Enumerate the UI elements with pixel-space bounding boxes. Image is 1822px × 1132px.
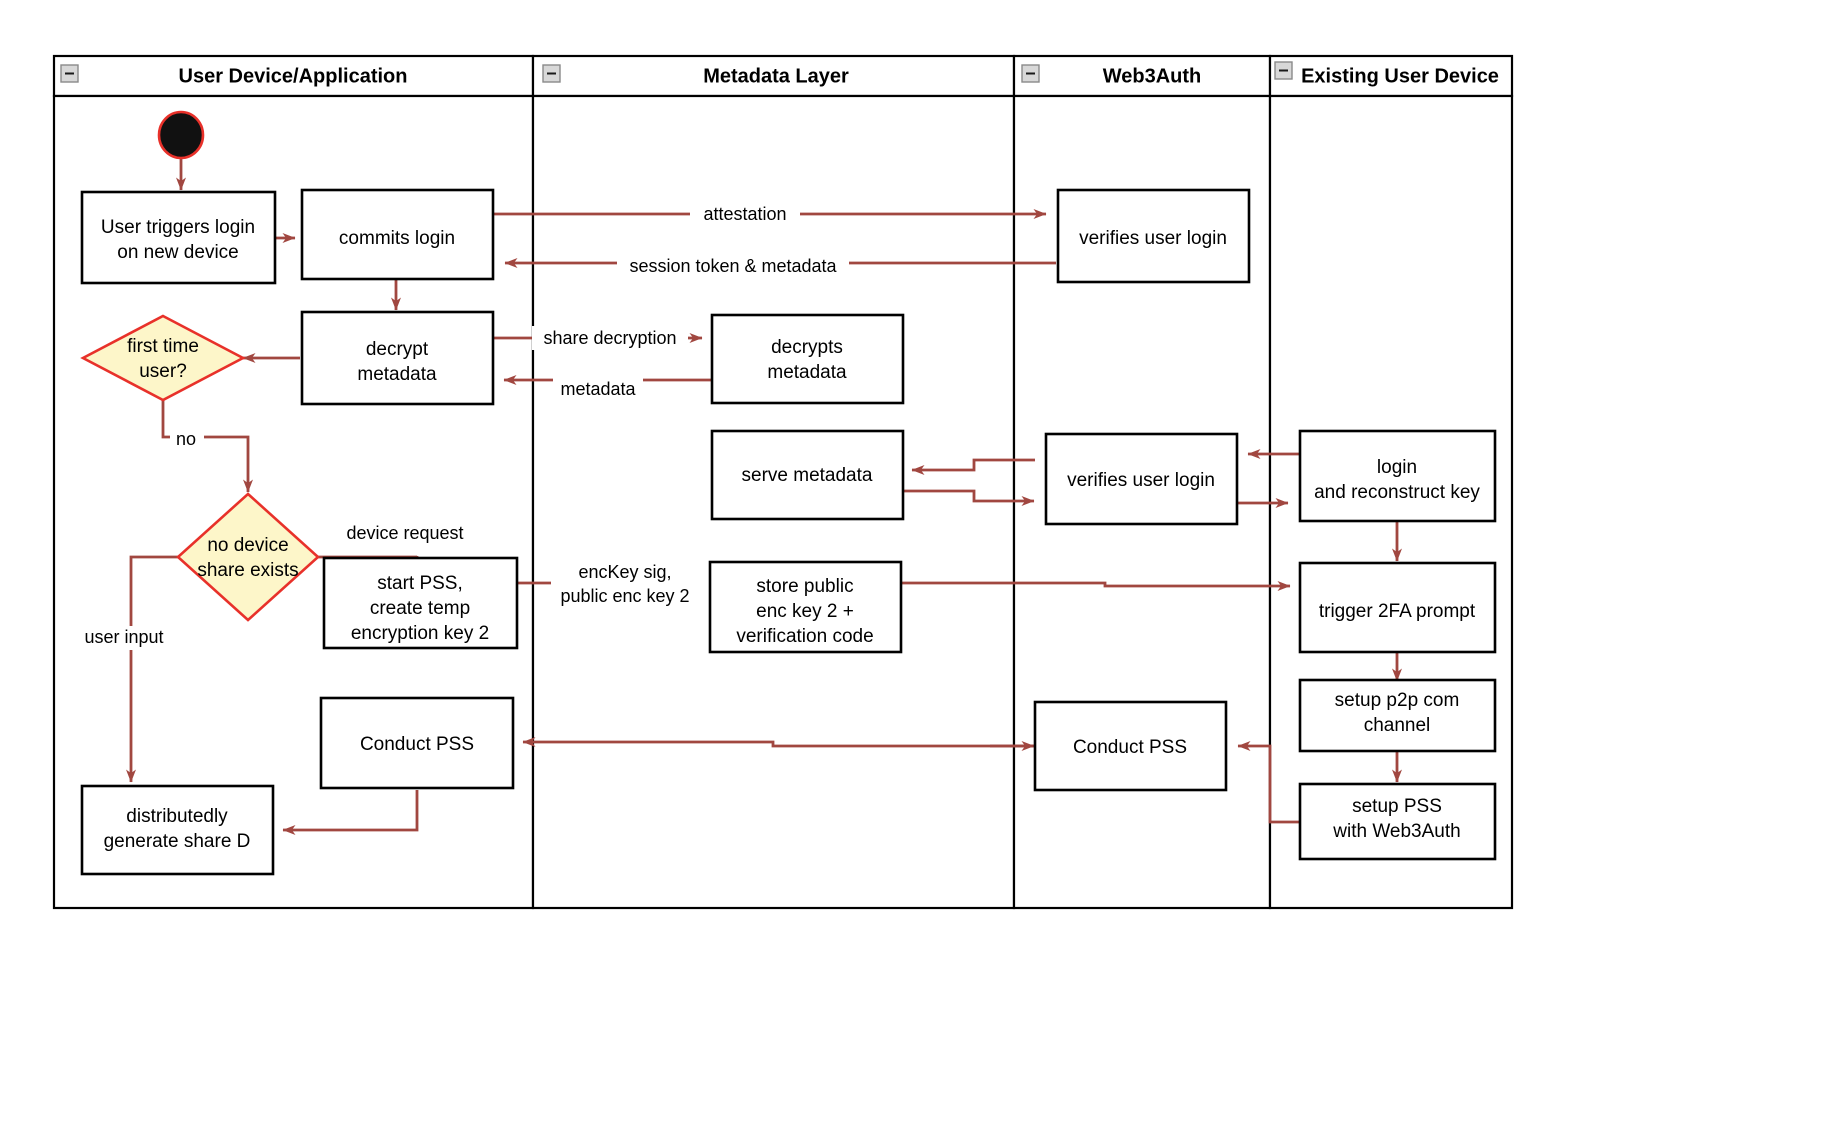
- node-label-line: Conduct PSS: [360, 734, 474, 755]
- node-label-line: User triggers login: [101, 217, 255, 238]
- node-label-line: share exists: [197, 560, 298, 581]
- edge-serve-metadata-to-verifies-2: [902, 489, 1035, 506]
- node-label-line: store public: [756, 576, 853, 597]
- minus-icon[interactable]: [542, 64, 561, 83]
- node-label-line: decrypt: [366, 339, 429, 360]
- node-setup-pss-with-web3auth[interactable]: setup PSS with Web3Auth: [1298, 782, 1497, 861]
- node-label-line: on new device: [117, 242, 238, 263]
- lane-header-titles: User Device/Application Metadata Layer W…: [60, 61, 1499, 87]
- node-conduct-pss-web3auth[interactable]: Conduct PSS: [1033, 700, 1228, 792]
- node-decrypts-metadata[interactable]: decrypts metadata: [710, 313, 905, 405]
- node-label-line: start PSS,: [377, 573, 463, 594]
- edge-label-attestation: attestation: [703, 204, 786, 224]
- node-label-line: distributedly: [126, 806, 228, 827]
- edge-label-no: no: [176, 429, 196, 449]
- edge-first-time-user-no-to-no-device-share: [161, 400, 253, 493]
- lane-title-web3auth: Web3Auth: [1103, 65, 1202, 87]
- nodes: User triggers login on new device commit…: [80, 110, 1497, 876]
- node-label-line: login: [1377, 457, 1417, 478]
- node-label-line: serve metadata: [742, 465, 873, 486]
- node-login-and-reconstruct-key[interactable]: login and reconstruct key: [1298, 429, 1497, 523]
- node-label-line: Conduct PSS: [1073, 737, 1187, 758]
- edge-label-user-input: user input: [84, 627, 163, 647]
- node-distributedly-generate-share-d[interactable]: distributedly generate share D: [80, 784, 275, 876]
- node-label-line: trigger 2FA prompt: [1319, 601, 1476, 622]
- edge-store-public-enc-key-to-trigger-2fa: [900, 581, 1291, 591]
- node-label-line: metadata: [357, 364, 437, 385]
- node-label-line: commits login: [339, 228, 455, 249]
- edge-conduct-pss-web3auth-to-conduct-pss-user: [522, 737, 1034, 748]
- minus-icon[interactable]: [1021, 64, 1040, 83]
- node-start[interactable]: [157, 110, 205, 160]
- node-start-pss-create-temp-key[interactable]: start PSS, create temp encryption key 2: [322, 556, 519, 650]
- node-label-line: setup PSS: [1352, 796, 1442, 817]
- node-label-line: verification code: [736, 626, 873, 647]
- node-verifies-user-login-2[interactable]: verifies user login: [1044, 432, 1239, 526]
- node-label-line: with Web3Auth: [1332, 821, 1460, 842]
- node-trigger-2fa-prompt[interactable]: trigger 2FA prompt: [1298, 561, 1497, 654]
- node-label-line: decrypts: [771, 337, 843, 358]
- edge-setup-pss-to-conduct-pss-web3auth: [1237, 741, 1300, 824]
- node-label-line: metadata: [767, 362, 847, 383]
- node-first-time-user[interactable]: first time user?: [80, 314, 246, 402]
- node-no-device-share-exists[interactable]: no device share exists: [176, 492, 320, 622]
- node-serve-metadata[interactable]: serve metadata: [710, 429, 905, 521]
- edge-label-session-token: session token & metadata: [629, 256, 837, 276]
- node-label-line: user?: [139, 361, 187, 382]
- node-label-line: first time: [127, 336, 199, 357]
- node-label-line: no device: [207, 535, 288, 556]
- node-label-line: create temp: [370, 598, 470, 619]
- lane-title-existing-device: Existing User Device: [1301, 65, 1499, 87]
- node-store-public-enc-key[interactable]: store public enc key 2 + verification co…: [708, 560, 903, 654]
- minus-icon[interactable]: [60, 64, 79, 83]
- edge-conduct-pss-user-to-generate-share-d: [282, 790, 419, 835]
- edge-no-device-share-user-input-to-generate-share-d: [126, 555, 178, 783]
- edge-label-metadata: metadata: [560, 379, 636, 399]
- node-label-line: encryption key 2: [351, 623, 489, 644]
- edge-label-enckey-line1: encKey sig,: [578, 562, 671, 582]
- edge-label-device-request: device request: [346, 523, 463, 543]
- node-verifies-user-login-1[interactable]: verifies user login: [1056, 188, 1251, 284]
- node-label-line: enc key 2 +: [756, 601, 854, 622]
- node-conduct-pss-user[interactable]: Conduct PSS: [319, 696, 515, 790]
- minus-icon[interactable]: [1274, 61, 1293, 80]
- lane-title-metadata: Metadata Layer: [703, 65, 849, 87]
- node-decrypt-metadata[interactable]: decrypt metadata: [300, 310, 495, 406]
- lane-header-user-device[interactable]: [52, 54, 535, 98]
- node-label-line: setup p2p com: [1335, 690, 1460, 711]
- edge-label-enckey-line2: public enc key 2: [560, 586, 689, 606]
- node-setup-p2p-com-channel[interactable]: setup p2p com channel: [1298, 678, 1497, 753]
- node-user-triggers-login[interactable]: User triggers login on new device: [80, 190, 277, 285]
- node-label-line: and reconstruct key: [1314, 482, 1480, 503]
- node-commits-login[interactable]: commits login: [300, 188, 495, 281]
- node-label-line: channel: [1364, 715, 1431, 736]
- edge-labels: attestation session token & metadata sha…: [78, 202, 849, 650]
- edge-label-share-decryption: share decryption: [543, 328, 676, 348]
- node-label-line: generate share D: [104, 831, 251, 852]
- node-label-line: verifies user login: [1067, 470, 1215, 491]
- lane-title-user-device: User Device/Application: [179, 65, 408, 87]
- node-label-line: verifies user login: [1079, 228, 1227, 249]
- edge-verifies-2-to-serve-metadata: [911, 458, 1035, 475]
